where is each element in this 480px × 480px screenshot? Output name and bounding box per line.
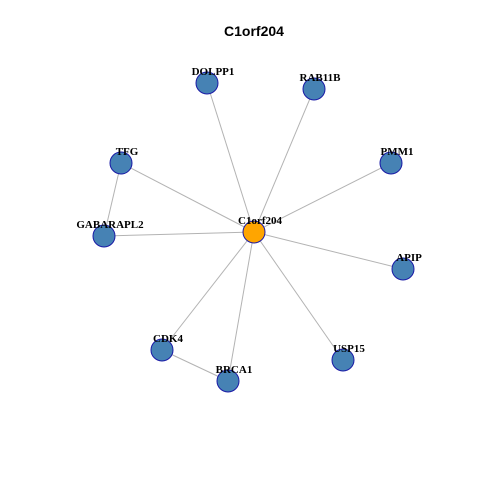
- node-label-pmm1: PMM1: [381, 146, 414, 158]
- node-label-c1orf204: C1orf204: [238, 215, 282, 227]
- node-apip: [391, 257, 415, 281]
- node-label-brca1: BRCA1: [216, 364, 253, 376]
- node-rab11b: [302, 77, 326, 101]
- edge-c1orf204-dolpp1: [206, 82, 255, 233]
- edge-tfg-gabarapl2: [103, 162, 122, 237]
- edge-cdk4-brca1: [161, 349, 229, 382]
- edge-c1orf204-pmm1: [253, 162, 392, 233]
- edge-c1orf204-usp15: [253, 231, 344, 361]
- node-label-apip: APIP: [396, 252, 422, 264]
- edge-c1orf204-apip: [253, 231, 404, 270]
- edges-layer: [103, 82, 404, 382]
- diagram-title: C1orf204: [224, 23, 284, 39]
- node-label-tfg: TFG: [116, 146, 139, 158]
- edge-c1orf204-brca1: [227, 231, 255, 382]
- edge-c1orf204-tfg: [120, 162, 255, 233]
- edge-c1orf204-rab11b: [253, 88, 315, 233]
- node-label-dolpp1: DOLPP1: [192, 66, 235, 78]
- node-dolpp1: [195, 71, 219, 95]
- node-tfg: [109, 151, 133, 175]
- node-label-rab11b: RAB11B: [300, 72, 342, 84]
- node-label-usp15: USP15: [333, 343, 365, 355]
- node-usp15: [331, 348, 355, 372]
- node-label-gabarapl2: GABARAPL2: [76, 219, 144, 231]
- node-cdk4: [150, 338, 174, 362]
- node-brca1: [216, 369, 240, 393]
- edge-c1orf204-gabarapl2: [103, 231, 255, 237]
- node-label-cdk4: CDK4: [153, 333, 183, 345]
- node-pmm1: [379, 151, 403, 175]
- edge-c1orf204-cdk4: [161, 231, 255, 351]
- node-c1orf204: [242, 220, 266, 244]
- node-gabarapl2: [92, 224, 116, 248]
- nodes-layer: [92, 71, 415, 393]
